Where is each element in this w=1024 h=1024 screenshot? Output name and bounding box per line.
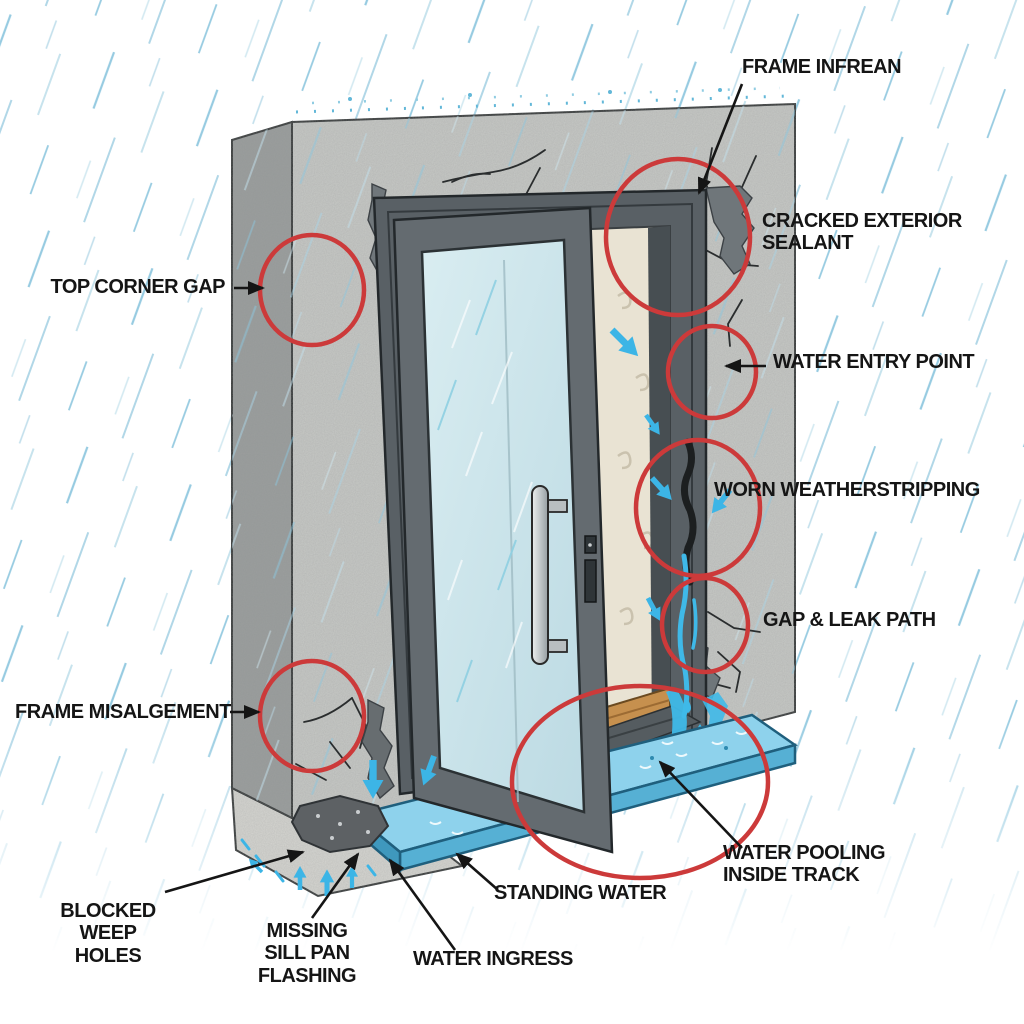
- leader-frame-ingress: [697, 83, 744, 195]
- label-gap-leak-path: GAP & LEAK PATH: [763, 609, 936, 631]
- circle-water-entry-point: [665, 323, 759, 421]
- door-glass: [420, 238, 586, 814]
- leader-standing-water: [455, 852, 499, 891]
- leader-water-ingress: [388, 858, 457, 951]
- circle-water-pooling: [509, 683, 771, 881]
- label-frame-misalignment: FRAME MISALGEMENT: [15, 701, 231, 723]
- label-worn-weatherstripping: WORN WEATHERSTRIPPING: [714, 479, 980, 501]
- label-water-ingress: WATER INGRESS: [413, 948, 573, 970]
- circle-worn-weatherstripping: [633, 437, 763, 579]
- glass-rain-streaks: [447, 299, 533, 669]
- leader-water-pooling: [658, 760, 743, 849]
- door-lock: [584, 535, 597, 603]
- red-circle-markers: [257, 156, 771, 881]
- circle-cracked-sealant: [603, 156, 753, 318]
- leader-blocked-weep: [164, 849, 305, 894]
- label-top-corner-gap: TOP CORNER GAP: [50, 276, 225, 298]
- label-water-pooling-inside-track: WATER POOLING INSIDE TRACK: [723, 842, 886, 887]
- label-water-entry-point: WATER ENTRY POINT: [773, 351, 975, 373]
- leader-lines: [164, 83, 766, 951]
- door-handle: [531, 485, 568, 665]
- leader-missing-sill: [310, 852, 360, 919]
- circle-gap-leak-path: [659, 575, 751, 675]
- label-blocked-weep-holes: BLOCKED WEEP HOLES: [60, 900, 156, 967]
- door-panel: [392, 206, 614, 854]
- label-frame-ingress: FRAME INFREAN: [742, 56, 902, 78]
- rain-splash-marks: [295, 86, 789, 114]
- label-cracked-exterior-sealant: CRACKED EXTERIOR SEALANT: [762, 210, 962, 255]
- label-standing-water: STANDING WATER: [494, 882, 667, 904]
- label-missing-sill-pan-flashing: MISSING SILL PAN FLASHING: [257, 920, 357, 987]
- blocked-weep-blob: [240, 794, 390, 883]
